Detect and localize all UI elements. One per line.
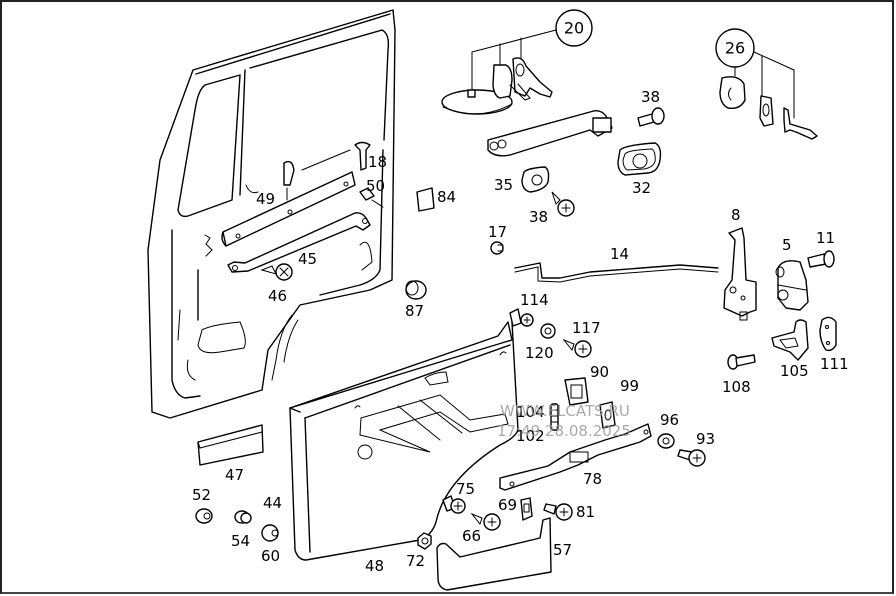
part-99-cover bbox=[599, 401, 616, 429]
label-105[interactable]: 105 bbox=[780, 362, 809, 380]
part-5-striker bbox=[775, 260, 809, 311]
watermark-site: WWW.ELCATS.RU bbox=[500, 402, 630, 420]
label-108[interactable]: 108 bbox=[722, 378, 751, 396]
label-54[interactable]: 54 bbox=[231, 532, 250, 550]
label-57[interactable]: 57 bbox=[553, 541, 572, 559]
label-38-top[interactable]: 38 bbox=[641, 88, 660, 106]
label-90[interactable]: 90 bbox=[590, 363, 609, 381]
label-104[interactable]: 104 bbox=[516, 403, 545, 421]
label-69[interactable]: 69 bbox=[498, 496, 517, 514]
label-52[interactable]: 52 bbox=[192, 486, 211, 504]
part-11-bolt bbox=[807, 250, 835, 268]
door-shell bbox=[147, 9, 396, 419]
part-20-lock-set[interactable]: 20 bbox=[441, 9, 593, 115]
label-14[interactable]: 14 bbox=[610, 245, 629, 263]
label-66[interactable]: 66 bbox=[462, 527, 481, 545]
part-50-pin bbox=[359, 187, 384, 208]
label-84[interactable]: 84 bbox=[437, 188, 456, 206]
part-111-plate bbox=[819, 316, 837, 352]
part-87-plug bbox=[405, 280, 427, 300]
part-66-screw bbox=[470, 512, 501, 531]
label-99[interactable]: 99 bbox=[620, 377, 639, 395]
part-45-arm bbox=[227, 212, 371, 273]
label-49[interactable]: 49 bbox=[256, 190, 275, 208]
part-14-rod bbox=[514, 262, 719, 283]
part-96-washer bbox=[657, 433, 675, 449]
watermark: WWW.ELCATS.RU 17:49 28.08.2025 bbox=[497, 402, 631, 440]
part-47-strip bbox=[197, 424, 264, 466]
part-46-screw bbox=[260, 263, 293, 281]
part-81-screw bbox=[543, 503, 573, 521]
part-52-grommet bbox=[195, 508, 213, 524]
label-75[interactable]: 75 bbox=[456, 480, 475, 498]
label-114[interactable]: 114 bbox=[520, 291, 549, 309]
part-57-pocket bbox=[436, 517, 552, 591]
part-54-grommet bbox=[234, 510, 252, 524]
label-8[interactable]: 8 bbox=[731, 206, 741, 224]
label-35[interactable]: 35 bbox=[494, 176, 513, 194]
label-44[interactable]: 44 bbox=[263, 494, 282, 512]
label-11[interactable]: 11 bbox=[816, 229, 835, 247]
part-8-lock-mechanism bbox=[723, 227, 757, 321]
part-49-window-rail bbox=[221, 160, 356, 247]
part-104-102-clip bbox=[550, 403, 559, 431]
part-48-trim-panel bbox=[289, 321, 519, 561]
label-96[interactable]: 96 bbox=[660, 411, 679, 429]
label-81[interactable]: 81 bbox=[576, 503, 595, 521]
label-47[interactable]: 47 bbox=[225, 466, 244, 484]
label-111[interactable]: 111 bbox=[820, 355, 849, 373]
part-75-clip bbox=[442, 495, 466, 514]
label-78[interactable]: 78 bbox=[583, 470, 602, 488]
part-78-armrest bbox=[499, 423, 652, 491]
part-38-screw-mid bbox=[551, 191, 575, 217]
part-32-gasket bbox=[617, 142, 662, 176]
part-93-screw bbox=[677, 449, 706, 467]
label-50[interactable]: 50 bbox=[366, 177, 385, 195]
part-18-screw bbox=[301, 141, 371, 171]
label-18[interactable]: 18 bbox=[368, 153, 387, 171]
label-117[interactable]: 117 bbox=[572, 319, 601, 337]
label-48[interactable]: 48 bbox=[365, 557, 384, 575]
part-84-pad bbox=[416, 187, 435, 212]
part-72-nut bbox=[417, 532, 432, 550]
label-38-mid[interactable]: 38 bbox=[529, 208, 548, 226]
part-105-bracket bbox=[771, 319, 809, 361]
watermark-timestamp: 17:49 28.08.2025 bbox=[497, 422, 631, 440]
part-114-clip bbox=[509, 308, 534, 327]
label-102[interactable]: 102 bbox=[516, 427, 545, 445]
part-38-screw-top bbox=[637, 107, 665, 127]
label-120[interactable]: 120 bbox=[525, 344, 554, 362]
label-93[interactable]: 93 bbox=[696, 430, 715, 448]
part-60-grommet bbox=[261, 524, 279, 542]
label-45[interactable]: 45 bbox=[298, 250, 317, 268]
part-120-washer bbox=[540, 323, 556, 339]
label-5[interactable]: 5 bbox=[782, 236, 792, 254]
label-46[interactable]: 46 bbox=[268, 287, 287, 305]
callout-26-label: 26 bbox=[725, 39, 745, 58]
part-26-lock-set[interactable]: 26 bbox=[715, 28, 818, 140]
label-17[interactable]: 17 bbox=[488, 223, 507, 241]
part-90-handle-bezel bbox=[564, 377, 589, 406]
part-117-screw bbox=[562, 338, 592, 358]
part-17-clip bbox=[490, 241, 504, 255]
outer-door-handle bbox=[487, 109, 613, 157]
label-60[interactable]: 60 bbox=[261, 547, 280, 565]
part-labels: 5 8 11 14 17 18 32 35 38 38 44 45 46 47 … bbox=[192, 88, 849, 575]
part-35-gasket bbox=[521, 166, 550, 193]
label-32[interactable]: 32 bbox=[632, 179, 651, 197]
label-87[interactable]: 87 bbox=[405, 302, 424, 320]
part-69-clip bbox=[520, 497, 533, 521]
label-72[interactable]: 72 bbox=[406, 552, 425, 570]
callout-20-label: 20 bbox=[564, 19, 584, 38]
part-108-screw bbox=[727, 354, 756, 370]
